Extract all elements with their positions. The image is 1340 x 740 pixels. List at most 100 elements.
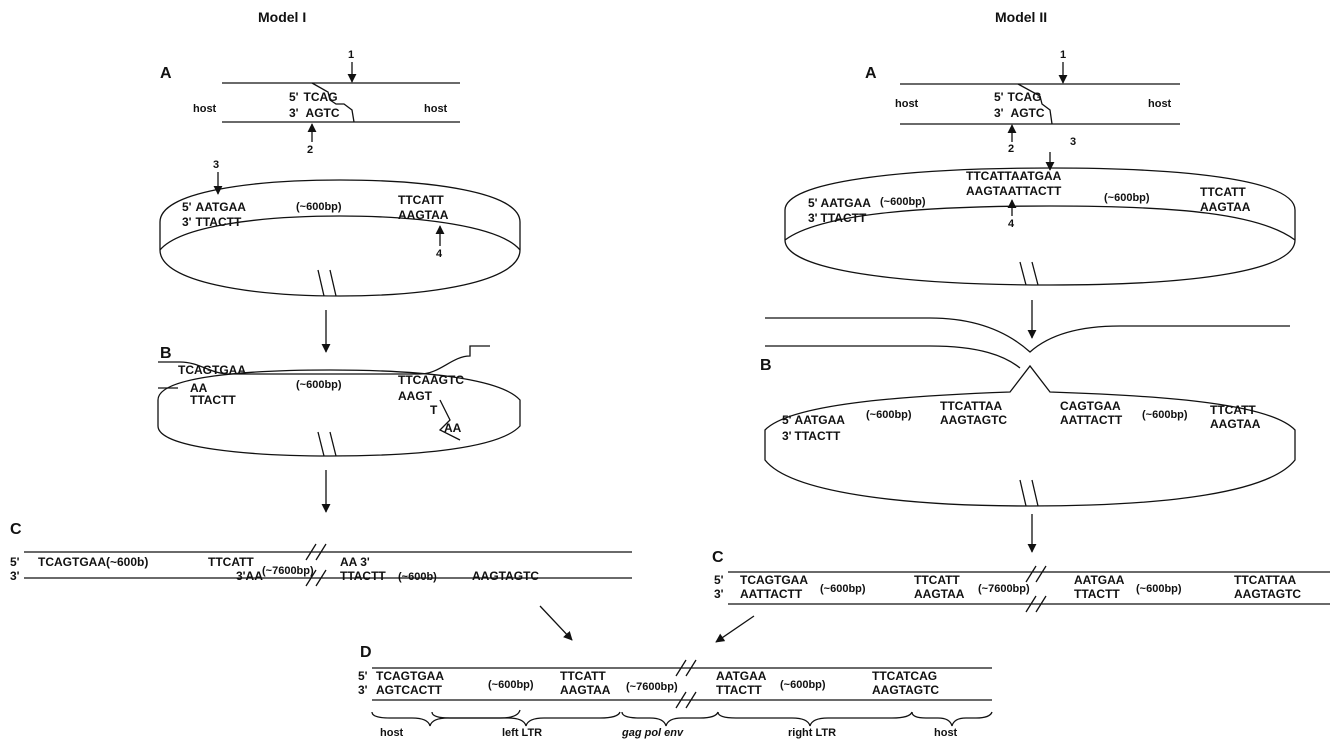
svg-text:3'TTACTT: 3'TTACTT bbox=[808, 211, 867, 225]
svg-text:3': 3' bbox=[10, 569, 20, 583]
svg-text:5': 5' bbox=[10, 555, 20, 569]
svg-text:TTCATTAATGAA: TTCATTAATGAA bbox=[966, 169, 1062, 183]
svg-text:AAGTAGTC: AAGTAGTC bbox=[472, 569, 539, 583]
svg-text:(~7600bp): (~7600bp) bbox=[626, 681, 678, 693]
ltr-5-top: 5'AATGAA bbox=[182, 200, 246, 214]
svg-text:AAGTAGTC: AAGTAGTC bbox=[872, 683, 939, 697]
svg-text:(~600bp): (~600bp) bbox=[820, 583, 866, 595]
svg-text:B: B bbox=[760, 357, 772, 374]
panel-d: D 5' 3' TCAGTGAA AGTCACTT (~600bp) TTCAT… bbox=[358, 644, 993, 739]
svg-text:3'AGTC: 3'AGTC bbox=[994, 106, 1045, 120]
svg-text:(~600bp): (~600bp) bbox=[296, 379, 342, 391]
svg-text:AAGT: AAGT bbox=[398, 389, 433, 403]
svg-text:host: host bbox=[1148, 98, 1172, 110]
svg-text:TTACTT: TTACTT bbox=[190, 393, 236, 407]
model-2-title: Model II bbox=[995, 9, 1047, 25]
svg-text:AAGTAGTC: AAGTAGTC bbox=[940, 413, 1007, 427]
svg-text:TTCATCAG: TTCATCAG bbox=[872, 669, 937, 683]
svg-text:AAGTAA: AAGTAA bbox=[1200, 200, 1251, 214]
svg-text:AAGTAATTACTT: AAGTAATTACTT bbox=[966, 184, 1062, 198]
svg-text:AGTCACTT: AGTCACTT bbox=[376, 683, 443, 697]
svg-text:AAGTAA: AAGTAA bbox=[914, 587, 965, 601]
svg-text:TTCAAGTC: TTCAAGTC bbox=[398, 373, 464, 387]
model-1-panel-b: B TCAGTGAA AA TTACTT (~600bp) TTCAAGTC A… bbox=[157, 345, 521, 457]
svg-text:(~7600bp): (~7600bp) bbox=[262, 565, 314, 577]
svg-text:(~600bp): (~600bp) bbox=[880, 196, 926, 208]
svg-text:right LTR: right LTR bbox=[788, 727, 836, 739]
svg-text:3': 3' bbox=[358, 683, 368, 697]
arrow-c1-to-d bbox=[539, 605, 573, 641]
host-bottom-strand: 3'AGTC bbox=[289, 106, 340, 120]
svg-text:C: C bbox=[712, 549, 724, 566]
svg-text:(~600bp): (~600bp) bbox=[1136, 583, 1182, 595]
svg-text:host: host bbox=[934, 727, 958, 739]
svg-text:(~7600bp): (~7600bp) bbox=[978, 583, 1030, 595]
model-2-panel-a: A host host 5'TCAG 3'AGTC 1 2 5'AATGAA 3… bbox=[784, 49, 1296, 286]
svg-text:4: 4 bbox=[1008, 218, 1015, 230]
svg-text:TCAGTGAA: TCAGTGAA bbox=[376, 669, 444, 683]
svg-text:AATGAA: AATGAA bbox=[1074, 573, 1125, 587]
svg-text:AA: AA bbox=[190, 381, 208, 395]
svg-text:(~600b): (~600b) bbox=[106, 555, 148, 569]
svg-text:TCAGTGAA: TCAGTGAA bbox=[178, 363, 246, 377]
size-label-600bp: (~600bp) bbox=[296, 201, 342, 213]
svg-text:3'AA: 3'AA bbox=[236, 569, 263, 583]
svg-text:host: host bbox=[895, 98, 919, 110]
svg-text:2: 2 bbox=[1008, 143, 1014, 155]
svg-text:B: B bbox=[160, 345, 172, 362]
model-1-panel-a: A host host 5'TCAG 3'AGTC 1 2 5'AATGAA 3… bbox=[159, 49, 521, 297]
svg-text:TTCATT: TTCATT bbox=[560, 669, 606, 683]
svg-text:3: 3 bbox=[1070, 136, 1076, 148]
host-top-strand: 5'TCAG bbox=[289, 90, 338, 104]
svg-text:AATTACTT: AATTACTT bbox=[1060, 413, 1123, 427]
svg-text:TTCATTAA: TTCATTAA bbox=[1234, 573, 1297, 587]
svg-text:(~600bp): (~600bp) bbox=[488, 679, 534, 691]
svg-text:TTACTT: TTACTT bbox=[340, 569, 386, 583]
svg-text:AATGAA: AATGAA bbox=[716, 669, 767, 683]
svg-text:(~600bp): (~600bp) bbox=[1142, 409, 1188, 421]
svg-text:4: 4 bbox=[436, 248, 443, 260]
svg-text:AATTACTT: AATTACTT bbox=[740, 587, 803, 601]
svg-text:host: host bbox=[380, 727, 404, 739]
svg-text:T: T bbox=[430, 403, 438, 417]
svg-text:TTCATT: TTCATT bbox=[398, 193, 444, 207]
svg-text:left LTR: left LTR bbox=[502, 727, 542, 739]
svg-text:TTCATTAA: TTCATTAA bbox=[940, 399, 1003, 413]
svg-text:gag pol env: gag pol env bbox=[621, 727, 684, 739]
ltr-3-bottom: 3'TTACTT bbox=[182, 215, 242, 229]
svg-text:5'AATGAA: 5'AATGAA bbox=[808, 196, 871, 210]
svg-text:TTCATT: TTCATT bbox=[1210, 403, 1256, 417]
svg-text:3': 3' bbox=[714, 587, 724, 601]
arrow-c2-to-d bbox=[715, 615, 755, 643]
svg-text:TTACTT: TTACTT bbox=[1074, 587, 1120, 601]
svg-text:(~600bp): (~600bp) bbox=[780, 679, 826, 691]
svg-text:C: C bbox=[10, 521, 22, 538]
svg-text:(~600bp): (~600bp) bbox=[1104, 192, 1150, 204]
model-2-panel-c: C 5' 3' TCAGTGAA AATTACTT (~600bp) TTCAT… bbox=[712, 549, 1330, 613]
host-label-left: host bbox=[193, 103, 217, 115]
svg-text:TTCATT: TTCATT bbox=[1200, 185, 1246, 199]
model-1-panel-a-label: A bbox=[160, 65, 172, 82]
svg-text:5'AATGAA: 5'AATGAA bbox=[782, 413, 845, 427]
svg-text:(~600b): (~600b) bbox=[398, 571, 437, 583]
svg-text:1: 1 bbox=[348, 49, 354, 61]
svg-text:TTCATT: TTCATT bbox=[208, 555, 254, 569]
svg-text:TTCATT: TTCATT bbox=[914, 573, 960, 587]
svg-text:D: D bbox=[360, 644, 372, 661]
svg-text:TCAGTGAA: TCAGTGAA bbox=[38, 555, 106, 569]
svg-text:5': 5' bbox=[358, 669, 368, 683]
svg-text:1: 1 bbox=[1060, 49, 1066, 61]
svg-text:(~600bp): (~600bp) bbox=[866, 409, 912, 421]
host-label-right: host bbox=[424, 103, 448, 115]
svg-text:TTACTT: TTACTT bbox=[716, 683, 762, 697]
svg-text:CAGTGAA: CAGTGAA bbox=[1060, 399, 1121, 413]
model-1-title: Model I bbox=[258, 9, 306, 25]
svg-text:3'TTACTT: 3'TTACTT bbox=[782, 429, 841, 443]
model-2-panel-b: B 5'AATGAA 3'TTACTT (~600bp) TTCATTAA AA… bbox=[760, 317, 1296, 507]
svg-text:5': 5' bbox=[714, 573, 724, 587]
svg-text:A: A bbox=[865, 65, 877, 82]
svg-text:5'TCAG: 5'TCAG bbox=[994, 90, 1042, 104]
model-1-panel-c: C 5' 3' TCAGTGAA (~600b) TTCATT 3'AA (~7… bbox=[10, 521, 632, 587]
svg-text:AAGTAA: AAGTAA bbox=[1210, 417, 1261, 431]
